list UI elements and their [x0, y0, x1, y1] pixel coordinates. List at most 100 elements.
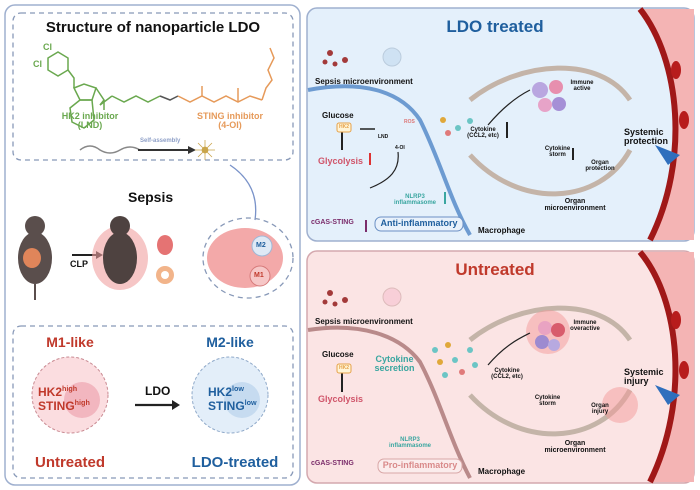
organ-text: Organ — [564, 198, 586, 205]
cytokine-text: Cytokine — [494, 368, 520, 374]
m2-label: M2 — [256, 242, 266, 249]
systemic-arrow-icon — [655, 145, 680, 165]
cgas-sting-label: cGAS-STING — [311, 219, 354, 226]
structure-title: Structure of nanoparticle LDO — [45, 19, 261, 36]
m2-like-label: M2-like — [206, 334, 254, 350]
tissue-zoom — [202, 217, 294, 299]
nlrp3-text: NLRP3 — [400, 437, 420, 443]
macrophage-cell-icon — [382, 287, 402, 307]
m1-label: M1 — [254, 272, 264, 279]
immune-cells-icon — [526, 80, 638, 423]
mouse-icon — [18, 216, 52, 300]
hk2-inhibitor-label: HK2 inhibitor(LND) — [45, 111, 135, 131]
hk2-text: HK2 — [38, 385, 63, 399]
structure-box — [12, 12, 294, 161]
cytokine-text: Cytokine — [375, 354, 414, 364]
cytokine-text: Cytokine — [544, 146, 571, 152]
atom-cl: Cl — [43, 42, 52, 52]
macrophage-label: Macrophage — [478, 467, 526, 476]
m2-macrophage-icon — [191, 356, 269, 434]
ldo-arrow-label: LDO — [145, 384, 171, 398]
storm-text: storm — [549, 152, 566, 159]
ros-label: ROS — [404, 119, 415, 125]
microenvironment-text: microenvironment — [544, 205, 606, 213]
systemic-arrow-icon — [655, 385, 680, 405]
ldo-treated-panel — [306, 7, 695, 242]
low-sup: low — [232, 384, 244, 393]
cytokine-label: Cytokine(CCL2, etc) — [458, 127, 508, 140]
pro-inflammatory-label: Pro-inflammatory — [382, 460, 458, 470]
cytokine-text: Cytokine — [534, 395, 561, 401]
immune-text: Immune — [573, 320, 597, 326]
inflammasome-text: inflammasome — [388, 443, 431, 450]
storm-text: storm — [539, 401, 556, 408]
protection-text: protection — [585, 166, 615, 173]
macrophage-label: Macrophage — [478, 226, 526, 235]
phenotype-box — [12, 325, 294, 479]
protection-text: protection — [624, 136, 668, 147]
nanoparticle-icon — [195, 140, 215, 160]
down-arrows — [341, 122, 574, 392]
lnd-label: LND — [378, 134, 389, 140]
systemic-text: Systemic — [624, 367, 664, 377]
self-assembly-label: Self-assembly — [140, 138, 181, 144]
ccl2-text: (CCL2, etc) — [467, 133, 499, 140]
sting-inhibitor-label: STING inhibitor(4-OI) — [185, 111, 275, 131]
organ-text: Organ — [591, 160, 609, 166]
untreated-label: Untreated — [34, 454, 105, 471]
sting-text: STING — [208, 398, 245, 413]
active-text: active — [573, 86, 591, 93]
injury-text: injury — [591, 409, 609, 416]
4oi-label: 4-OI — [395, 145, 405, 151]
hk2-text: HK2 — [208, 385, 233, 399]
immune-text: Immune — [570, 80, 594, 86]
systemic-text: Systemic — [624, 127, 664, 137]
hk2-box — [336, 122, 352, 133]
sting-inhibitor-text: STING inhibitor — [197, 111, 263, 121]
anti-inflammatory-badge — [374, 216, 464, 232]
organ-icons — [156, 235, 174, 284]
ldo-treated-title: LDO treated — [446, 17, 544, 36]
ccl2-text: (CCL2, etc) — [491, 374, 523, 381]
cgas-sting-label: cGAS-STING — [311, 460, 354, 467]
m1-macrophage-icon — [31, 356, 109, 434]
nlrp3-text: NLRP3 — [405, 194, 425, 200]
organ-text: Organ — [591, 403, 609, 409]
lnd-text: (LND) — [77, 120, 103, 131]
organ-text: Organ — [564, 440, 586, 447]
glucose-label: Glucose — [322, 350, 354, 359]
anti-inflammatory-label: Anti-inflammatory — [380, 218, 458, 228]
cytokine-label: Cytokine(CCL2, etc) — [482, 368, 532, 381]
macrophage-membrane — [307, 84, 472, 236]
high-sup: high — [62, 384, 78, 393]
injury-text: injury — [624, 376, 649, 387]
pro-inflammatory-badge — [377, 458, 463, 474]
glycolysis-label: Glycolysis — [318, 156, 364, 166]
blood-vessel — [637, 7, 694, 484]
microenvironment-text: microenvironment — [544, 447, 606, 455]
inflammasome-text: inflammasome — [393, 200, 436, 207]
untreated-title: Untreated — [455, 260, 535, 279]
hk2-label: HK2 — [339, 124, 350, 130]
chemical-structure — [47, 47, 275, 154]
bacteria-icon — [322, 50, 348, 307]
clp-label: CLP — [70, 259, 88, 269]
sting-text: STING — [38, 398, 75, 413]
atom-cl: Cl — [33, 59, 42, 69]
overactive-text: overactive — [570, 326, 600, 333]
ldo-treated-label: LDO-treated — [191, 454, 279, 471]
